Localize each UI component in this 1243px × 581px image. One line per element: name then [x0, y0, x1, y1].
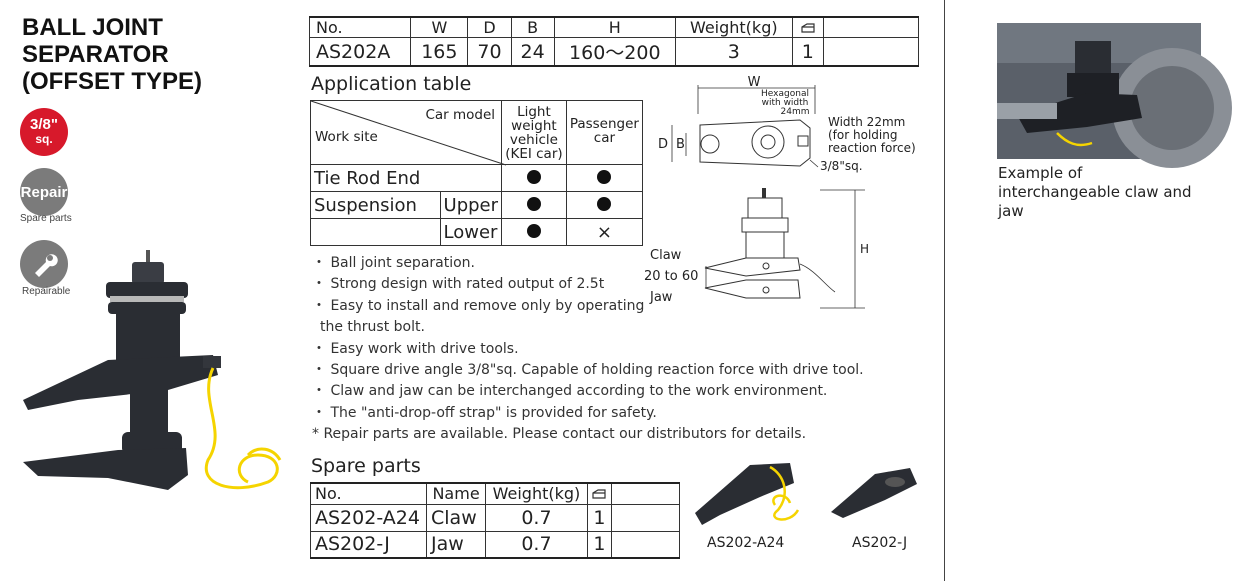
spare-parts-caption: Spare parts: [20, 213, 72, 224]
repairable-caption: Repairable: [22, 286, 71, 297]
applicable-dot: [597, 196, 612, 211]
repair-badge: Repair: [20, 168, 68, 216]
feature-item: ・ The "anti-drop-off strap" is provided …: [312, 404, 657, 421]
svg-text:20 to 60: 20 to 60: [644, 269, 698, 284]
box-icon: [586, 482, 613, 505]
feature-item: ・ Claw and jaw can be interchanged accor…: [312, 383, 828, 400]
applicable-dot: [526, 196, 541, 211]
svg-text:3/8"sq.: 3/8"sq.: [820, 159, 863, 173]
application-table: Car model Work site Light weight vehicle…: [309, 100, 644, 246]
product-title: BALL JOINT SEPARATOR (OFFSET TYPE): [22, 14, 202, 95]
spare-row: AS202-A24 Claw 0.7 1: [310, 503, 680, 532]
spare-parts-table: No. Name Weight(kg) AS202-A24 Claw 0.7 1…: [310, 482, 680, 559]
application-row: Lower ×: [310, 218, 644, 246]
repair-note: * Repair parts are available. Please con…: [312, 426, 807, 443]
application-title: Application table: [311, 73, 472, 95]
svg-text:Hexagonal: Hexagonal: [761, 89, 809, 99]
svg-text:with width: with width: [762, 98, 809, 108]
application-row: Suspension Upper: [310, 191, 644, 219]
spec-table: No. W D B H Weight(kg) AS202A 165 70 24 …: [308, 16, 919, 67]
spare-header-row: No. Name Weight(kg): [310, 482, 680, 505]
jaw-part-label: AS202-J: [852, 535, 908, 551]
claw-part-photo: [695, 463, 800, 525]
box-icon: [791, 16, 825, 38]
corner-cell: Car model Work site: [309, 100, 507, 166]
spec-header-row: No. W D B H Weight(kg): [308, 16, 919, 38]
feature-item: ・ Easy to install and remove only by ope…: [312, 297, 645, 314]
ball-joint-separator-photo: [23, 250, 282, 490]
repairable-badge: [20, 240, 68, 288]
svg-text:reaction force): reaction force): [828, 141, 916, 155]
jaw-part-photo: [831, 468, 917, 518]
spare-parts-title: Spare parts: [311, 455, 421, 477]
feature-item: ・ Ball joint separation.: [312, 255, 475, 271]
feature-item: the thrust bolt.: [320, 319, 425, 336]
svg-text:(for holding: (for holding: [828, 128, 897, 142]
interchangeable-example-photo: [997, 23, 1232, 168]
svg-text:24mm: 24mm: [781, 107, 810, 117]
applicable-dot: [597, 169, 612, 184]
applicable-dot: [526, 223, 541, 238]
not-applicable-mark: ×: [565, 218, 644, 246]
b-label: B: [676, 137, 685, 152]
claw-part-label: AS202-A24: [707, 535, 785, 551]
drive-size-badge: 3/8" sq.: [20, 108, 68, 156]
column-divider: [944, 0, 945, 581]
feature-item: ・ Strong design with rated output of 2.5…: [312, 276, 605, 293]
feature-item: ・ Square drive angle 3/8"sq. Capable of …: [312, 362, 864, 379]
applicable-dot: [526, 169, 541, 184]
svg-text:Width 22mm: Width 22mm: [828, 115, 905, 129]
d-label: D: [658, 137, 668, 152]
wrench-icon: [35, 254, 58, 277]
spare-row: AS202-J Jaw 0.7 1: [310, 530, 680, 559]
spec-data-row: AS202A 165 70 24 160～200 3 1: [308, 37, 919, 67]
dimension-diagram: W D B Hexagonal with width 24mm Width 22…: [644, 75, 916, 309]
svg-text:Jaw: Jaw: [649, 290, 673, 305]
application-header-row: Car model Work site Light weight vehicle…: [309, 100, 644, 166]
application-row: Tie Rod End: [309, 164, 644, 192]
photo-caption: Example of interchangeable claw and jaw: [998, 164, 1192, 220]
feature-list: ・ Ball joint separation. ・ Strong design…: [312, 253, 864, 446]
svg-text:Claw: Claw: [650, 248, 682, 263]
feature-item: ・ Easy work with drive tools.: [312, 340, 519, 357]
corner-diagonal: [310, 100, 507, 166]
w-label: W: [748, 75, 761, 90]
h-label: H: [860, 242, 869, 256]
